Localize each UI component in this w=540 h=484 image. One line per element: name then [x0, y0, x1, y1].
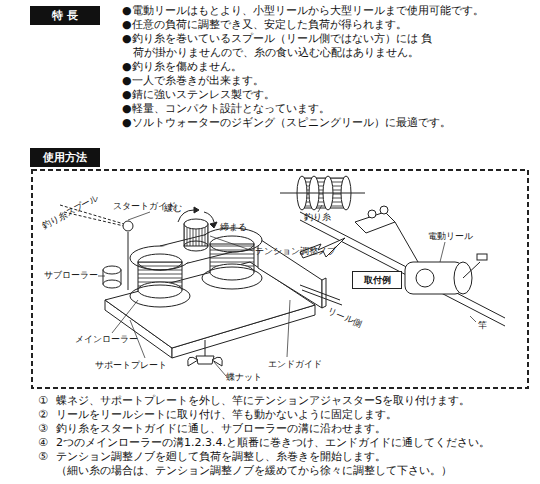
step-number: ①: [38, 394, 48, 408]
step-text: （細い糸の場合は、テンション調整ノブを緩めてから徐々に調整して下さい。）: [56, 464, 452, 478]
part-label: 電動リール: [428, 231, 473, 242]
part-label: リール側: [326, 306, 364, 330]
section-header: 使用方法: [30, 148, 100, 167]
feature-item: ●錆に強いステンレス製です。: [122, 88, 275, 102]
part-label: 緩む: [164, 203, 182, 214]
node-text: 特 長: [52, 8, 78, 23]
step-number: ⑤: [38, 450, 48, 464]
step-number: ②: [38, 408, 48, 422]
part-label: サポートプレート: [95, 360, 167, 371]
tension-adjuster: [60, 205, 342, 366]
part-label: 釣り糸スプール: [40, 192, 101, 232]
leader-lines: [98, 205, 476, 376]
part-label: 締まる: [220, 222, 247, 233]
step-text: 2つのメインローラーの溝1.2.3.4.と順番に巻きつけ、エンドガイドに通してく…: [56, 436, 490, 450]
feature-item: ●釣り糸を巻いているスプール（リール側ではない方）には 負荷が掛かりませんので、…: [122, 32, 433, 60]
part-label: サブローラー: [44, 270, 98, 281]
part-label: エンドガイド: [268, 359, 322, 370]
node-text: 使用方法: [43, 150, 87, 165]
feature-item: ●ソルトウォーターのジギング（スピニングリール）に最適です。: [122, 116, 451, 130]
part-label: メインローラー: [75, 334, 138, 345]
part-label: テンション調整ノブ: [255, 246, 336, 257]
feature-item: ●電動リールはもとより、小型リールから大型リールまで使用可能です。: [122, 4, 484, 18]
feature-item: ●任意の負荷に調整でき又、安定した負荷が得られます。: [122, 18, 407, 32]
part-label: 蝶ナット: [226, 372, 262, 383]
step-number: ④: [38, 436, 48, 450]
node-text: 取付例: [364, 274, 391, 287]
step-number: ③: [38, 422, 48, 436]
part-label: 釣り糸: [304, 212, 331, 223]
example-box: 取付例: [352, 271, 402, 289]
feature-item: ●一人で糸巻きが出来ます。: [122, 74, 264, 88]
step-text: 釣り糸をスタートガイドに通し、サブローラーの溝に沿わせます。: [56, 422, 386, 436]
step-text: テンション調整ノブを廻して負荷を調整し、糸巻きを開始します。: [56, 450, 386, 464]
feature-item: ●軽量、コンパクト設計となっています。: [122, 102, 330, 116]
feature-item: ●釣り糸を傷めません。: [122, 60, 242, 74]
step-text: リールをリールシートに取り付け、竿も動かないように固定します。: [56, 408, 397, 422]
section-header: 特 長: [30, 6, 100, 25]
part-label: 竿: [478, 320, 487, 331]
panel-border: [32, 170, 528, 388]
step-text: 蝶ネジ、サポートプレートを外し、竿にテンションアジャスターSを取り付けます。: [56, 394, 470, 408]
